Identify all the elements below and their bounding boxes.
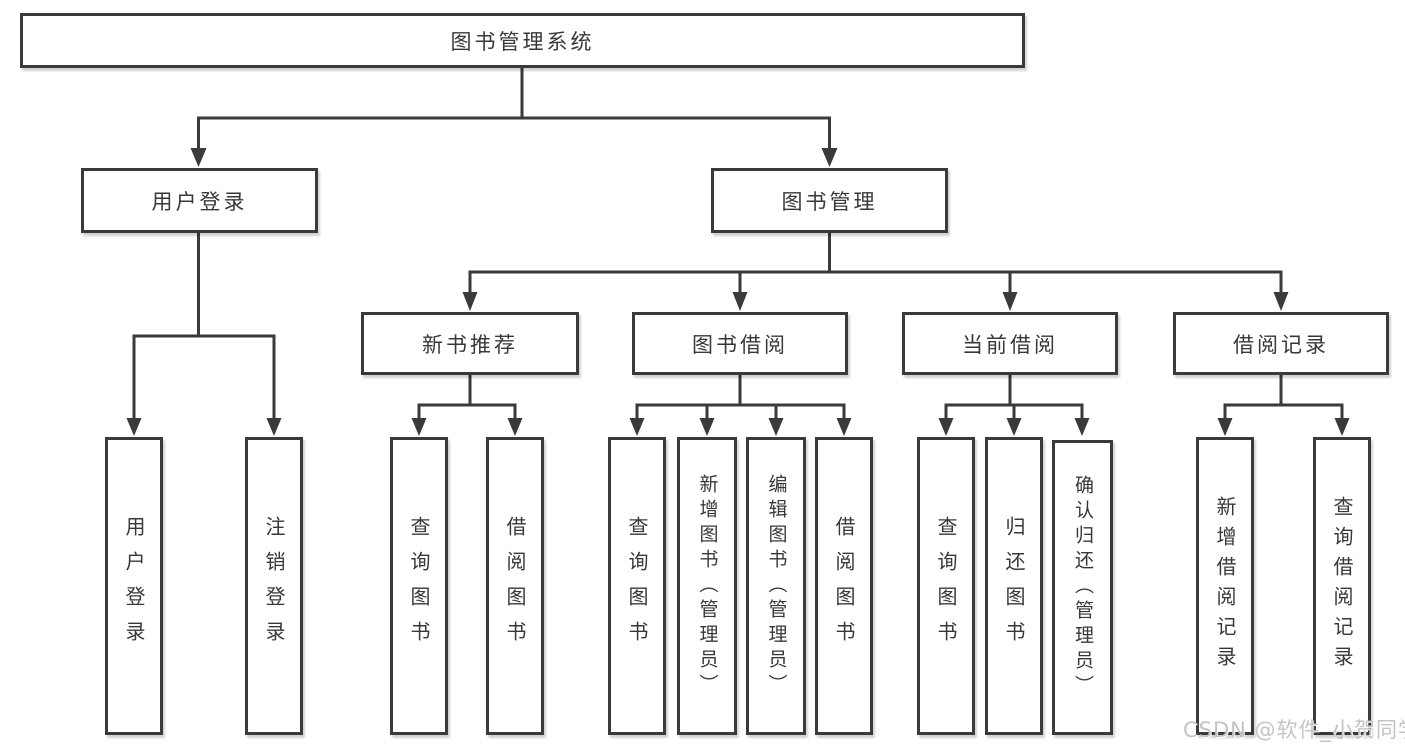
- leaf-query-books-current: 查询图书: [917, 437, 975, 735]
- node-label: 借阅图书: [832, 516, 856, 656]
- leaf-borrow-books-recommend: 借阅图书: [486, 437, 544, 735]
- node-label: 查询图书: [625, 516, 649, 656]
- csdn-watermark: CSDN @软件_小贺同学: [1183, 718, 1405, 742]
- leaf-user-login: 用户登录: [105, 437, 163, 735]
- node-book-management: 图书管理: [711, 168, 948, 233]
- arrowhead-icons: [126, 148, 1350, 436]
- node-label: 查询借阅记录: [1330, 496, 1354, 676]
- leaf-return-books: 归还图书: [985, 437, 1043, 735]
- node-label: 当前借阅: [962, 332, 1058, 357]
- node-label: 归还图书: [1002, 516, 1026, 656]
- connector-lines: [132, 68, 1344, 420]
- leaf-borrow-books: 借阅图书: [815, 437, 873, 735]
- node-label: 用户登录: [151, 189, 248, 214]
- leaf-query-borrow-record: 查询借阅记录: [1313, 437, 1371, 735]
- node-label: 查询图书: [934, 516, 958, 656]
- node-label: 查询图书: [407, 516, 431, 656]
- node-label: 编辑图书（管理员）: [765, 473, 788, 699]
- leaf-query-books-recommend: 查询图书: [390, 437, 448, 735]
- node-book-borrowing: 图书借阅: [632, 312, 848, 375]
- node-borrow-records: 借阅记录: [1173, 312, 1389, 375]
- node-new-book-recommend: 新书推荐: [361, 312, 579, 375]
- node-label: 图书管理系统: [450, 29, 595, 54]
- node-label: 借阅记录: [1233, 332, 1329, 357]
- leaf-confirm-return-admin: 确认归还（管理员）: [1052, 440, 1113, 735]
- leaf-logout: 注销登录: [245, 437, 303, 735]
- leaf-add-borrow-record: 新增借阅记录: [1196, 437, 1254, 735]
- node-label: 借阅图书: [503, 516, 527, 656]
- node-label: 新书推荐: [422, 332, 518, 357]
- node-label: 新增图书（管理员）: [696, 473, 719, 699]
- leaf-edit-book-admin: 编辑图书（管理员）: [746, 437, 806, 735]
- leaf-add-book-admin: 新增图书（管理员）: [677, 437, 737, 735]
- node-label: 用户登录: [122, 516, 146, 656]
- node-current-borrowing: 当前借阅: [902, 312, 1118, 375]
- node-label: 注销登录: [262, 516, 286, 656]
- node-label: 图书借阅: [692, 332, 788, 357]
- node-label: 图书管理: [781, 189, 878, 214]
- node-label: 确认归还（管理员）: [1072, 475, 1094, 700]
- leaf-query-books-borrow: 查询图书: [608, 437, 666, 735]
- node-label: 新增借阅记录: [1213, 496, 1237, 676]
- node-user-login: 用户登录: [81, 168, 318, 233]
- node-library-management-system: 图书管理系统: [20, 13, 1025, 68]
